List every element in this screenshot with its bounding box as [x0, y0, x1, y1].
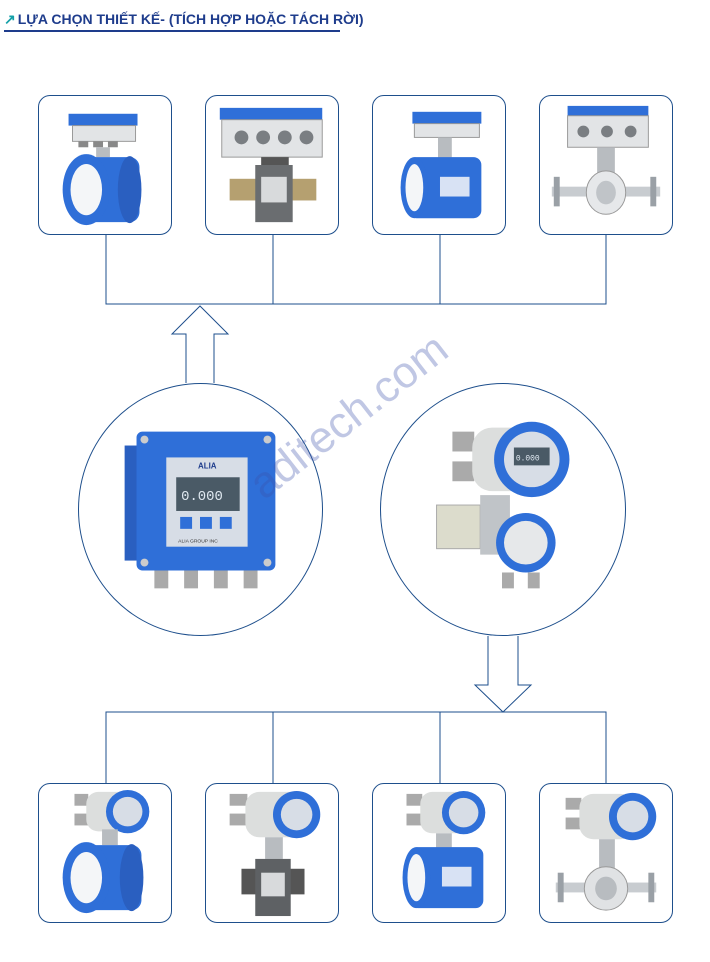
remote-transmitter-brand: ALIA — [198, 461, 217, 470]
integral-wafer-flowmeter-icon — [402, 790, 486, 909]
integral-transmitter-icon: 0.000 — [436, 421, 570, 589]
down-arrow-icon — [473, 636, 533, 713]
remote-flanged-sensor-box — [38, 95, 172, 235]
remote-transmitter-circle: ALIA 0.000 ALIA GROUP INC — [78, 383, 323, 636]
heading-text: LỰA CHỌN THIẾT KẾ- (TÍCH HỢP HOẶC TÁCH R… — [17, 11, 364, 27]
remote-transmitter-footer: ALIA GROUP INC — [178, 539, 218, 545]
remote-transmitter-icon: ALIA 0.000 ALIA GROUP INC — [124, 431, 276, 589]
up-arrow-icon — [170, 305, 230, 383]
integral-wafer-flowmeter-box — [372, 783, 506, 923]
page-heading: ↗LỰA CHỌN THIẾT KẾ- (TÍCH HỢP HOẶC TÁCH … — [4, 11, 364, 32]
remote-threaded-sensor-box — [205, 95, 339, 235]
remote-wafer-sensor-box — [372, 95, 506, 235]
arrow-icon: ↗ — [4, 11, 16, 27]
remote-sanitary-sensor-box — [539, 95, 673, 235]
bottom-connector-bus — [105, 711, 607, 783]
integral-threaded-flowmeter-icon — [229, 790, 321, 917]
integral-threaded-flowmeter-box — [205, 783, 339, 923]
integral-flanged-flowmeter-box — [38, 783, 172, 923]
flanged-sensor-icon — [62, 113, 142, 226]
integral-transmitter-circle: 0.000 — [380, 383, 626, 636]
remote-transmitter-reading: 0.000 — [181, 489, 223, 505]
integral-flanged-flowmeter-icon — [62, 789, 150, 914]
integral-sanitary-flowmeter-box — [539, 783, 673, 923]
integral-transmitter-reading: 0.000 — [516, 454, 540, 463]
sanitary-sensor-icon — [551, 105, 661, 215]
wafer-sensor-icon — [400, 111, 482, 219]
integral-sanitary-flowmeter-icon — [555, 792, 657, 911]
top-connector-bus — [105, 235, 607, 305]
threaded-sensor-icon — [219, 107, 323, 223]
